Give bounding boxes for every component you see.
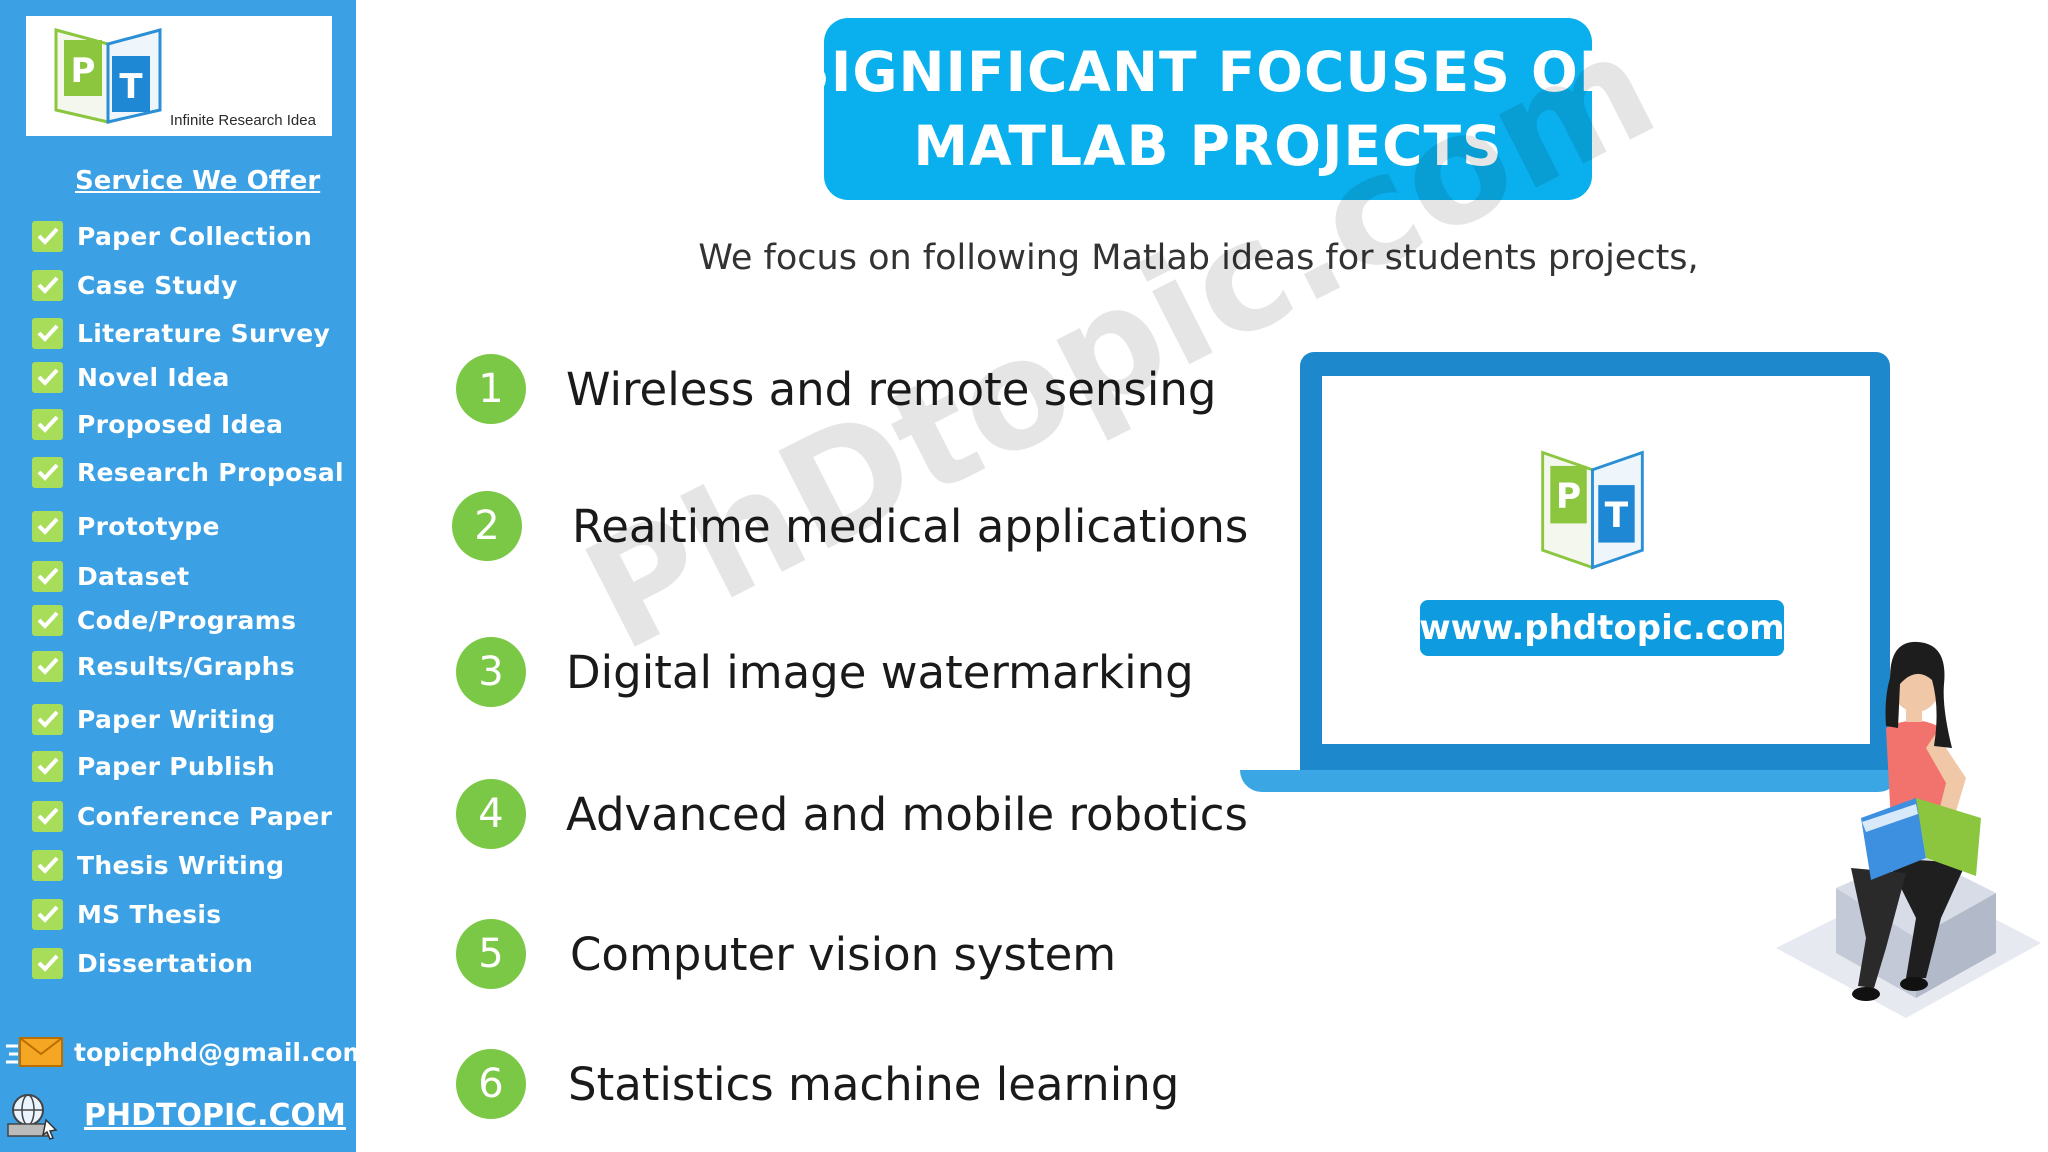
logo: P T Infinite Research Idea (26, 16, 332, 136)
svg-text:T: T (119, 67, 143, 107)
service-item[interactable]: Conference Paper (32, 796, 332, 836)
check-icon (32, 269, 63, 301)
service-label: Novel Idea (77, 362, 230, 392)
service-item[interactable]: Prototype (32, 506, 220, 546)
service-item[interactable]: Literature Survey (32, 313, 330, 353)
focus-item: 2 Realtime medical applications (452, 490, 1249, 562)
service-label: Paper Collection (77, 221, 313, 251)
service-label: Paper Publish (77, 751, 276, 781)
service-item[interactable]: Novel Idea (32, 357, 230, 397)
service-label: Prototype (77, 511, 220, 541)
service-item[interactable]: Research Proposal (32, 452, 344, 492)
check-icon (32, 947, 63, 979)
service-label: Research Proposal (77, 457, 344, 487)
book-logo-icon: P T (1541, 450, 1644, 570)
check-icon (32, 800, 63, 832)
focus-item: 1 Wireless and remote sensing (456, 353, 1216, 425)
envelope-icon (6, 1037, 63, 1067)
service-item[interactable]: Dataset (32, 556, 189, 596)
focus-label: Digital image watermarking (566, 645, 1194, 699)
service-label: Conference Paper (77, 801, 333, 831)
service-item[interactable]: Proposed Idea (32, 404, 283, 444)
check-icon (32, 317, 63, 349)
screen-url-badge[interactable]: www.phdtopic.com (1419, 600, 1785, 656)
check-icon (32, 560, 63, 592)
book-logo-icon: P T (54, 28, 162, 124)
focus-item: 3 Digital image watermarking (456, 636, 1194, 708)
service-item[interactable]: Code/Programs (32, 600, 296, 640)
service-item[interactable]: Paper Publish (32, 746, 275, 786)
intro-text: We focus on following Matlab ideas for s… (698, 238, 1699, 278)
service-label: Dissertation (77, 948, 254, 978)
laptop-base (1240, 770, 1900, 792)
service-label: Thesis Writing (77, 850, 285, 880)
sidebar: P T Infinite Research Idea Service We Of… (0, 0, 369, 1152)
service-item[interactable]: Dissertation (32, 943, 253, 983)
svg-text:P: P (71, 51, 96, 91)
check-icon (32, 849, 63, 881)
number-badge: 4 (456, 779, 526, 849)
service-label: Case Study (77, 270, 238, 300)
focus-item: 4 Advanced and mobile robotics (456, 778, 1248, 850)
check-icon (32, 408, 63, 440)
number-badge: 5 (456, 919, 526, 989)
service-item[interactable]: Results/Graphs (32, 646, 295, 686)
service-label: Dataset (77, 561, 190, 591)
website-link[interactable]: PHDTOPIC.COM (84, 1097, 346, 1133)
service-item[interactable]: Case Study (32, 265, 238, 305)
focus-label: Statistics machine learning (568, 1057, 1180, 1111)
woman-reading-illustration (1776, 641, 2041, 1018)
service-label: Proposed Idea (77, 409, 284, 439)
focus-label: Realtime medical applications (572, 499, 1249, 553)
page-title: SIGNIFICANT FOCUSES ON MATLAB PROJECTS (790, 18, 1625, 200)
globe-network-icon (7, 1094, 58, 1140)
focus-label: Advanced and mobile robotics (566, 787, 1248, 841)
logo-tagline: Infinite Research Idea (170, 112, 316, 129)
service-item[interactable]: Paper Writing (32, 699, 276, 739)
number-badge: 3 (456, 637, 526, 707)
svg-text:P: P (1556, 477, 1581, 517)
service-item[interactable]: Paper Collection (32, 216, 312, 256)
focus-label: Computer vision system (570, 927, 1117, 981)
title-line: SIGNIFICANT FOCUSES ON (790, 40, 1626, 104)
focus-item: 6 Statistics machine learning (456, 1048, 1179, 1120)
check-icon (32, 703, 63, 735)
service-label: Results/Graphs (77, 651, 295, 681)
contact-site-row[interactable]: PHDTOPIC.COM (6, 1090, 346, 1140)
service-heading[interactable]: Service We Offer (75, 166, 321, 196)
focus-label: Wireless and remote sensing (566, 362, 1217, 416)
contact-email: topicphd@gmail.com (74, 1037, 369, 1067)
check-icon (32, 510, 63, 542)
title-line: MATLAB PROJECTS (913, 114, 1503, 178)
service-item[interactable]: Thesis Writing (32, 845, 284, 885)
number-badge: 6 (456, 1049, 526, 1119)
service-label: MS Thesis (77, 899, 222, 929)
svg-text:T: T (1605, 496, 1629, 536)
service-label: Paper Writing (77, 704, 276, 734)
check-icon (32, 750, 63, 782)
service-label: Code/Programs (77, 605, 297, 635)
check-icon (32, 456, 63, 488)
contact-email-row[interactable]: topicphd@gmail.com (6, 1030, 369, 1074)
check-icon (32, 650, 63, 682)
check-icon (32, 220, 63, 252)
check-icon (32, 898, 63, 930)
focus-item: 5 Computer vision system (456, 918, 1116, 990)
service-label: Literature Survey (77, 318, 331, 348)
service-item[interactable]: MS Thesis (32, 894, 221, 934)
number-badge: 1 (456, 354, 526, 424)
number-badge: 2 (452, 491, 522, 561)
check-icon (32, 604, 63, 636)
check-icon (32, 361, 63, 393)
